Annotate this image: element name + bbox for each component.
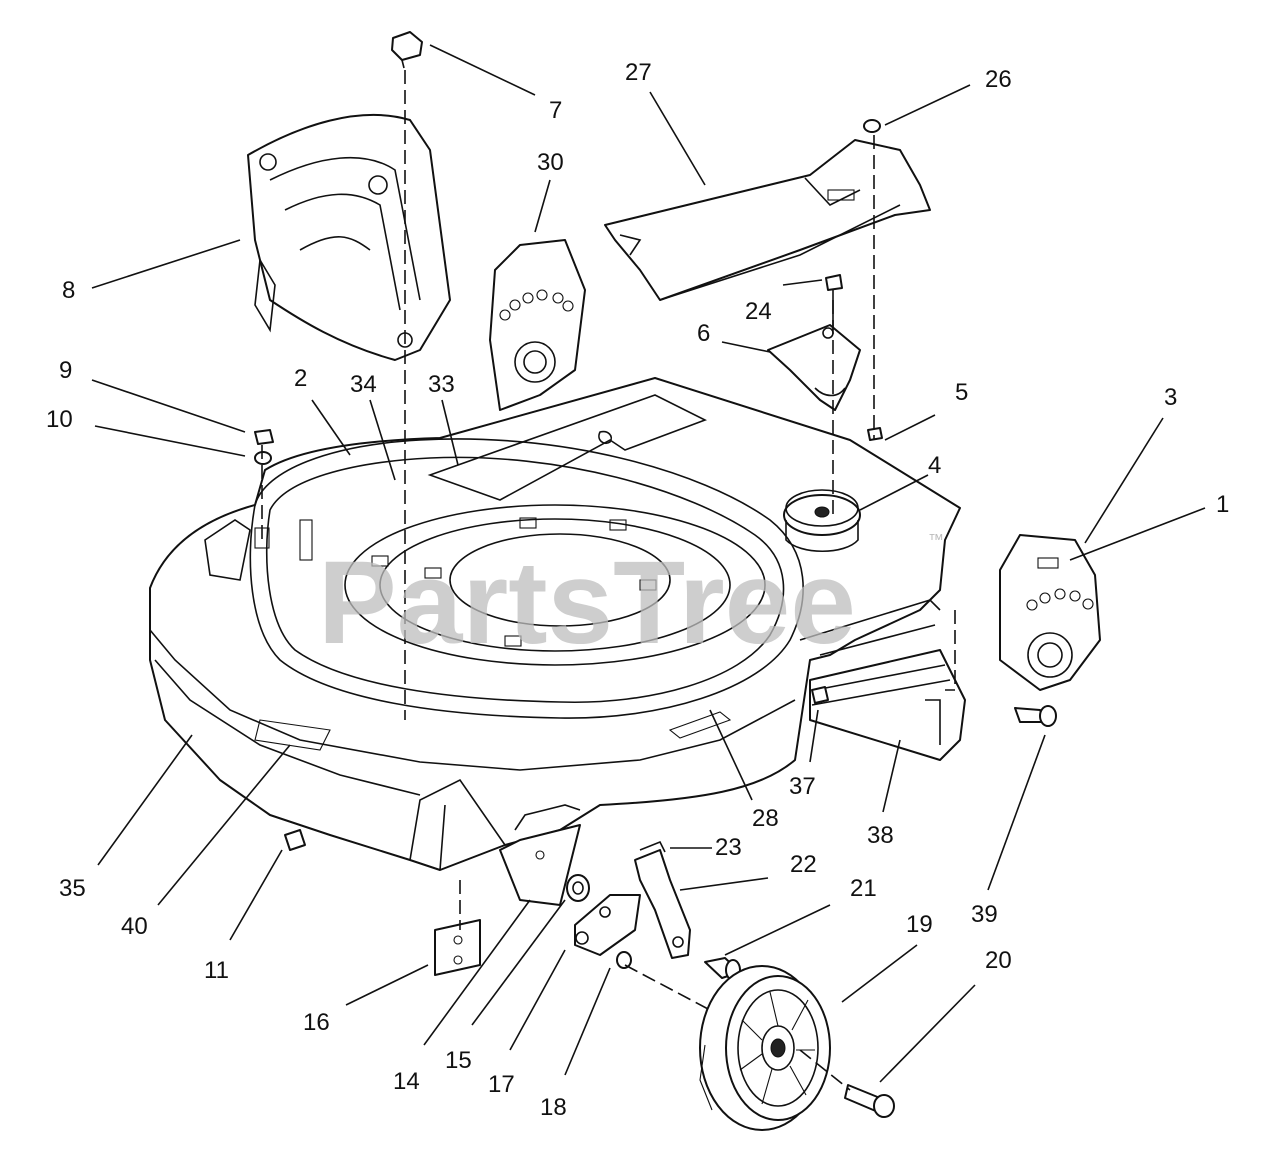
assembly-line-1 xyxy=(945,610,956,691)
callout-22: 22 xyxy=(790,851,817,878)
callout-39: 39 xyxy=(971,901,998,928)
nut-37 xyxy=(811,686,829,704)
callout-17: 17 xyxy=(488,1071,515,1098)
callout-5: 5 xyxy=(955,379,968,406)
watermark-brand: PartsTree xyxy=(318,537,856,669)
callout-19: 19 xyxy=(906,911,933,938)
lever-22 xyxy=(634,840,691,959)
callout-1: 1 xyxy=(1216,491,1229,518)
callout-labels: 1 2 3 4 5 6 7 8 9 10 11 14 15 16 17 18 1… xyxy=(46,59,1229,1121)
callout-18: 18 xyxy=(540,1094,567,1121)
callout-40: 40 xyxy=(121,913,148,940)
callout-14: 14 xyxy=(393,1068,420,1095)
callout-11: 11 xyxy=(204,957,229,984)
washer-18 xyxy=(616,951,632,969)
nut-9 xyxy=(254,429,274,445)
callout-16: 16 xyxy=(303,1009,330,1036)
callout-2: 2 xyxy=(294,365,307,392)
callout-21: 21 xyxy=(850,875,877,902)
pulley xyxy=(783,489,861,553)
pivot-bracket xyxy=(767,324,861,411)
callout-4: 4 xyxy=(928,452,941,479)
callout-33: 33 xyxy=(428,371,455,398)
assembly-line-axle xyxy=(624,964,711,1011)
callout-6: 6 xyxy=(697,320,710,347)
callout-10: 10 xyxy=(46,406,73,433)
bolt-24 xyxy=(825,274,843,330)
washer-10 xyxy=(254,451,272,465)
height-bracket-rear xyxy=(489,239,586,411)
callout-35: 35 xyxy=(59,875,86,902)
callout-28: 28 xyxy=(752,805,779,832)
callout-38: 38 xyxy=(867,822,894,849)
callout-7: 7 xyxy=(549,97,562,124)
callout-3: 3 xyxy=(1164,384,1177,411)
callout-20: 20 xyxy=(985,947,1012,974)
bolt-20 xyxy=(844,1084,895,1118)
height-bracket-right xyxy=(999,534,1101,691)
bolt-39 xyxy=(1014,705,1057,727)
knob-7 xyxy=(391,31,423,69)
callout-23: 23 xyxy=(715,834,742,861)
grass-deflector xyxy=(247,113,451,361)
callout-15: 15 xyxy=(445,1047,472,1074)
mower-deck xyxy=(149,377,961,871)
callout-34: 34 xyxy=(350,371,377,398)
callout-30: 30 xyxy=(537,149,564,176)
watermark-trademark: ™ xyxy=(928,532,944,549)
rear-bar xyxy=(809,649,966,761)
callout-9: 9 xyxy=(59,357,72,384)
nut-11 xyxy=(284,829,306,851)
top-cover xyxy=(604,139,931,301)
front-height-plate xyxy=(499,804,581,906)
washer-15 xyxy=(566,874,590,902)
callout-24: 24 xyxy=(745,298,772,325)
callout-8: 8 xyxy=(62,277,75,304)
plate-16 xyxy=(434,919,481,976)
nut-5 xyxy=(867,427,883,441)
leader-lines xyxy=(91,44,1206,1083)
callout-26: 26 xyxy=(985,66,1012,93)
wheel-arm-17 xyxy=(574,894,641,956)
callout-37: 37 xyxy=(789,773,816,800)
screw-26 xyxy=(863,119,881,133)
assembly-line-20 xyxy=(799,1049,851,1091)
wheel xyxy=(699,965,831,1131)
callout-27: 27 xyxy=(625,59,652,86)
